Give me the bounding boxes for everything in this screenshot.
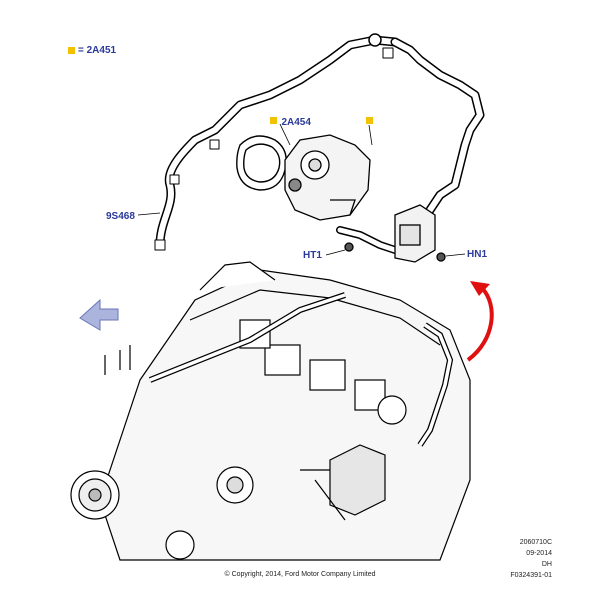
copyright-notice: © Copyright, 2014, Ford Motor Company Li… [224, 571, 376, 578]
direction-arrow-icon [79, 298, 119, 331]
callout-ht1: HT1 [303, 250, 322, 261]
callout-hn1: HN1 [467, 249, 488, 260]
engine-illustration [70, 261, 471, 561]
egr-module [344, 204, 446, 263]
meta-line-1: 2060710C [519, 539, 552, 546]
callout-9s468: 9S468 [106, 211, 135, 222]
hose-assembly [154, 33, 485, 254]
meta-line-3: DH [541, 561, 552, 568]
callout-2a454-marker [270, 117, 277, 125]
meta-line-2: 09-2014 [526, 550, 552, 557]
legend: = 2A451 [68, 45, 116, 56]
legend-marker [68, 47, 75, 54]
legend-text: = 2A451 [78, 45, 117, 56]
highlight-marker [366, 117, 373, 124]
vacuum-pump [284, 134, 371, 221]
red-curved-arrow-icon [466, 281, 494, 362]
callout-2a454: 2A454 [281, 117, 311, 128]
gasket [236, 135, 287, 191]
callout-2a454-wrap: 2A454 [270, 112, 311, 130]
drawing-meta: 2060710C 09-2014 DH F0324391-01 [510, 537, 552, 581]
meta-line-4: F0324391-01 [510, 572, 552, 579]
